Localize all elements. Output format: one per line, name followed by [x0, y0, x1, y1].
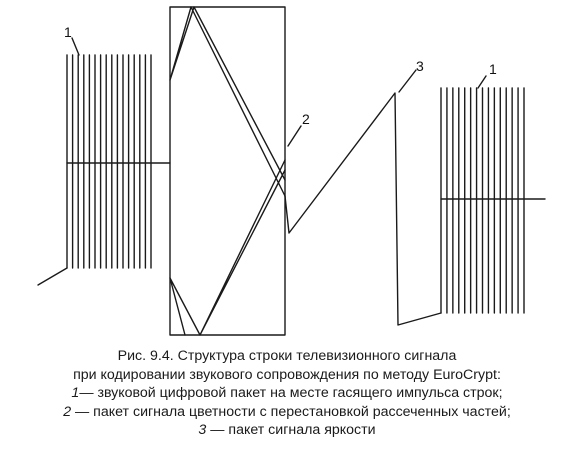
- marker-3: 3: [416, 58, 424, 74]
- marker-leader-3: [398, 69, 417, 93]
- caption-title-line2: при кодировании звукового сопровождения …: [73, 366, 501, 383]
- chroma-packet-diagonals: [169, 6, 286, 336]
- sound-packet-right: [440, 87, 525, 314]
- signal-diagram: 1 2 3 1: [37, 6, 546, 336]
- marker-1-right: 1: [489, 61, 497, 77]
- caption-item-3-number: 3: [198, 422, 207, 438]
- marker-leader-1-right: [477, 75, 487, 89]
- marker-leader-2: [287, 125, 302, 147]
- marker-1-left: 1: [64, 24, 72, 40]
- caption-item-2: 2 — пакет сигнала цветности с перестанов…: [0, 403, 574, 422]
- caption-item-2-number: 2: [63, 403, 72, 420]
- figure-caption: Рис. 9.4. Структура строки телевизионног…: [0, 347, 574, 440]
- caption-item-3-text: — пакет сигнала яркости: [206, 422, 376, 438]
- caption-item-3: 3 — пакет сигнала яркости: [0, 421, 574, 440]
- caption-item-1-number: 1: [71, 385, 80, 401]
- sound-packet-left: [66, 54, 152, 269]
- caption-item-2-text: — пакет сигнала цветности с перестановко…: [71, 403, 511, 420]
- marker-leader-1-left: [71, 37, 80, 56]
- caption-item-1-text: — звуковой цифровой пакет на месте гасящ…: [79, 385, 503, 401]
- luma-packet-signal: [284, 92, 442, 326]
- caption-title-line1: Рис. 9.4. Структура строки телевизионног…: [117, 348, 457, 364]
- chroma-packet-box: [169, 6, 286, 336]
- caption-item-1: 1— звуковой цифровой пакет на месте гася…: [0, 384, 574, 403]
- signal-ramp-left: [37, 267, 68, 286]
- marker-2: 2: [302, 111, 310, 127]
